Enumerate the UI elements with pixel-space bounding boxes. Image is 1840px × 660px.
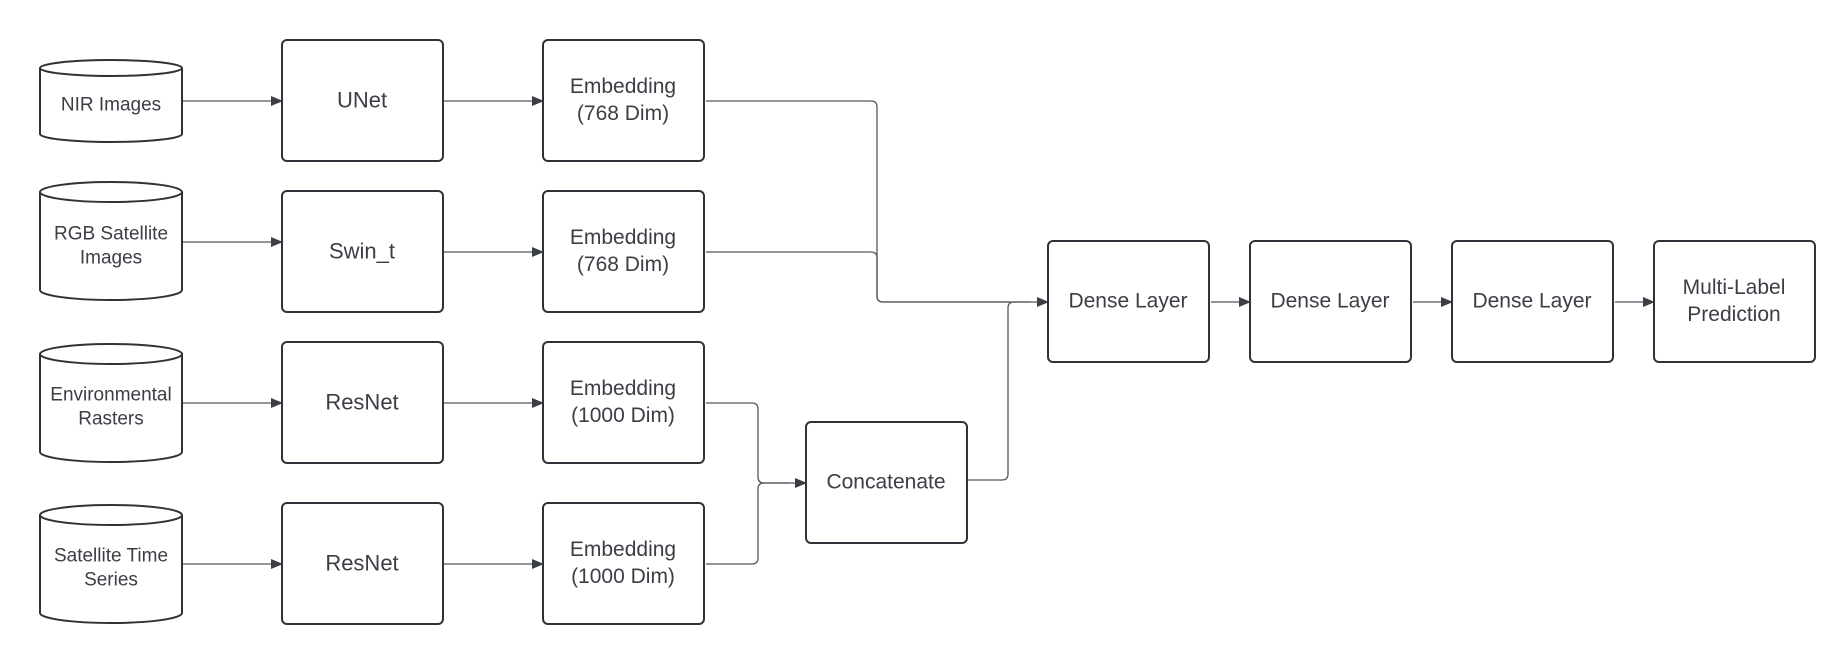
embedding-label: Embedding (768 Dim): [570, 226, 676, 276]
label-line: NIR Images: [61, 95, 161, 116]
label-line: Embedding: [570, 75, 676, 98]
label-line: Embedding: [570, 377, 676, 400]
label-line: (1000 Dim): [571, 565, 675, 588]
cylinder-rim: [39, 353, 183, 365]
node-box: [542, 39, 705, 162]
database-icon: [39, 504, 183, 624]
node-box: [281, 502, 444, 625]
label-line: Images: [80, 248, 142, 269]
cylinder-rim: [39, 191, 183, 203]
concatenate-node: Concatenate: [805, 421, 968, 544]
encoder-unet: UNet: [281, 39, 444, 162]
encoder-resnet-2: ResNet: [281, 502, 444, 625]
input-nir-images: NIR Images: [39, 59, 183, 143]
node-box: [1451, 240, 1614, 363]
label-line: Concatenate: [826, 471, 945, 494]
edge-concat-to-dense: [968, 301, 1030, 481]
dense-layer-1: Dense Layer: [1047, 240, 1210, 363]
encoder-label: Swin_t: [329, 239, 395, 264]
dense-layers: Dense Layer Dense Layer Dense Layer: [1047, 240, 1614, 363]
encoders: UNet Swin_t ResNet ResNet: [281, 39, 444, 625]
database-icon: [39, 59, 183, 143]
node-box: [281, 39, 444, 162]
label-line: (1000 Dim): [571, 404, 675, 427]
encoder-swin-t: Swin_t: [281, 190, 444, 313]
label-line: Series: [84, 570, 138, 591]
dense-layer-label: Dense Layer: [1068, 290, 1187, 313]
cylinder-rim: [39, 67, 183, 77]
edge-embedding3-to-concat: [706, 402, 807, 488]
node-box: [1249, 240, 1412, 363]
label-line: Dense Layer: [1270, 290, 1389, 313]
label-line: UNet: [337, 88, 387, 113]
label-line: (768 Dim): [577, 102, 669, 125]
database-icon: [39, 181, 183, 301]
label-line: ResNet: [325, 390, 398, 415]
node-box: [1047, 240, 1210, 363]
node-box: [281, 190, 444, 313]
label-line: Embedding: [570, 538, 676, 561]
embedding-768-2: Embedding (768 Dim): [542, 190, 705, 313]
cylinder-rim: [39, 514, 183, 526]
node-box: [281, 341, 444, 464]
label-line: RGB Satellite: [54, 224, 168, 245]
node-box: [805, 421, 968, 544]
edge-embedding4-to-concat: [706, 482, 790, 565]
label-line: Embedding: [570, 226, 676, 249]
encoder-label: UNet: [337, 88, 387, 113]
label-line: Dense Layer: [1472, 290, 1591, 313]
node-box: [1653, 240, 1816, 363]
encoder-label: ResNet: [325, 390, 398, 415]
node-box: [542, 502, 705, 625]
label-line: ResNet: [325, 551, 398, 576]
embedding-label: Embedding (768 Dim): [570, 75, 676, 125]
dense-layer-label: Dense Layer: [1270, 290, 1389, 313]
node-box: [542, 190, 705, 313]
edges: [182, 96, 1655, 569]
embedding-label: Embedding (1000 Dim): [570, 377, 676, 427]
encoder-label: ResNet: [325, 551, 398, 576]
dense-layer-3: Dense Layer: [1451, 240, 1614, 363]
embeddings: Embedding (768 Dim) Embedding (768 Dim) Em…: [542, 39, 705, 625]
label-line: Swin_t: [329, 239, 395, 264]
input-label: NIR Images: [61, 95, 161, 116]
concatenate-label: Concatenate: [826, 471, 945, 494]
label-line: Multi-Label: [1683, 276, 1786, 299]
dense-layer-2: Dense Layer: [1249, 240, 1412, 363]
embedding-label: Embedding (1000 Dim): [570, 538, 676, 588]
label-line: Rasters: [78, 409, 143, 430]
label-line: Satellite Time: [54, 546, 168, 567]
embedding-768-1: Embedding (768 Dim): [542, 39, 705, 162]
dense-layer-label: Dense Layer: [1472, 290, 1591, 313]
embedding-1000-2: Embedding (1000 Dim): [542, 502, 705, 625]
edge-embedding2-to-dense: [706, 251, 1010, 303]
database-icon: [39, 343, 183, 463]
encoder-resnet-1: ResNet: [281, 341, 444, 464]
label-line: Environmental: [50, 385, 171, 406]
label-line: Prediction: [1687, 303, 1780, 326]
label-line: (768 Dim): [577, 253, 669, 276]
label-line: Dense Layer: [1068, 290, 1187, 313]
node-box: [542, 341, 705, 464]
embedding-1000-1: Embedding (1000 Dim): [542, 341, 705, 464]
